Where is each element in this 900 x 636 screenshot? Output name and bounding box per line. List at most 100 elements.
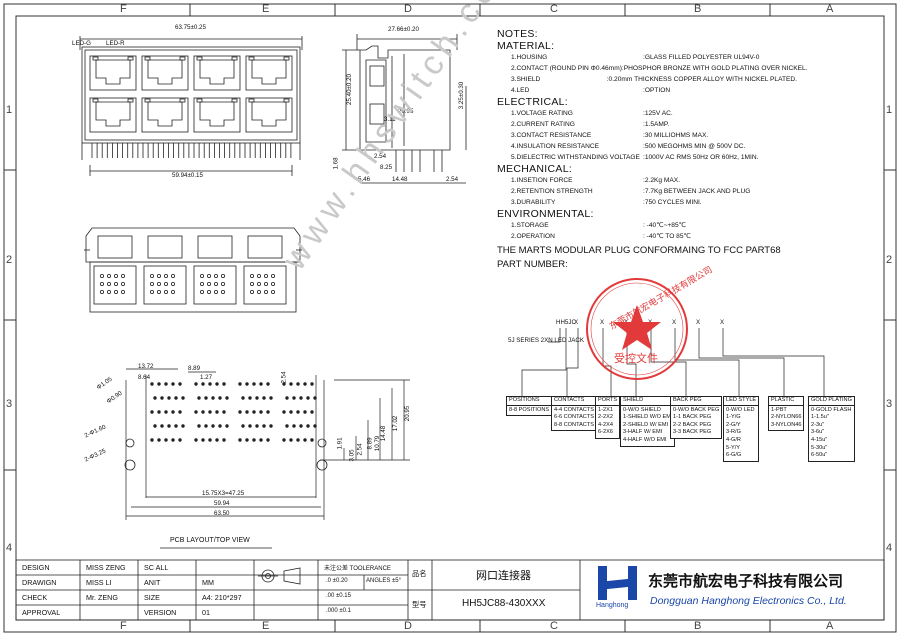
- pcb-hole: [204, 424, 208, 428]
- electrical-row: 1.VOLTAGE RATING:125V AC.: [497, 108, 797, 119]
- pn-option-item: 1-1 BACK PEG: [673, 414, 712, 421]
- zone-label: 3: [6, 398, 13, 410]
- title-block-cell-k: SIZE: [144, 593, 160, 602]
- material-row: 2.CONTACT (ROUND PIN Φ0.46mm):PHOSPHOR B…: [497, 63, 808, 74]
- pcb-hole: [245, 410, 249, 414]
- pcb-hole: [255, 396, 259, 400]
- pn-connector-line: [548, 328, 561, 343]
- zone-label: C: [550, 620, 558, 632]
- mechanical-row: 1.INSETION FORCE:2.2Kg MAX.: [497, 175, 797, 186]
- pcb-hole: [194, 410, 198, 414]
- led-g-label: LED-G: [72, 40, 91, 47]
- pn-x-marker: X: [720, 319, 725, 326]
- mechanical-value: :750 CYCLES MINI.: [643, 199, 702, 206]
- pcb-hole: [153, 424, 157, 428]
- material-key: 2.CONTACT (ROUND PIN Φ0.46mm): [511, 65, 622, 72]
- pcb-hole: [157, 410, 161, 414]
- mechanical-title: MECHANICAL:: [497, 163, 573, 175]
- pcb-hole: [153, 396, 157, 400]
- pcb-hole: [252, 382, 256, 386]
- zone-label: A: [826, 620, 834, 632]
- pn-option-item: 5-Y/Y: [726, 444, 740, 451]
- zone-label: B: [694, 620, 702, 632]
- pcb-hole: [289, 382, 293, 386]
- pcb-hole: [208, 438, 212, 442]
- pcb-hole: [178, 438, 182, 442]
- title-block-cell-k: ANIT: [144, 578, 161, 587]
- title-block-cell-v: MM: [202, 578, 214, 587]
- dim-top-width: 63.75±0.25: [175, 24, 206, 31]
- rj45-port: [193, 55, 241, 91]
- stamp-center-text: 受控文件: [614, 353, 658, 365]
- pn-x-marker: X: [696, 319, 701, 326]
- pcb-hole: [167, 396, 171, 400]
- material-key: 4.LED: [511, 87, 530, 94]
- rj45-port: [89, 55, 137, 91]
- dim-side-825: 8.25: [380, 164, 393, 171]
- material-key: 1.HOUSING: [511, 54, 548, 61]
- pcb-hole: [150, 410, 154, 414]
- zone-label: F: [120, 620, 127, 632]
- pn-option-title: PORTS: [596, 397, 620, 406]
- pcb-hole: [215, 438, 219, 442]
- pn-option-item: 0-GOLD FLASH: [811, 406, 852, 413]
- product-name: 网口连接器: [476, 570, 531, 582]
- pcb-hole: [262, 424, 266, 428]
- pcb-hole: [225, 396, 229, 400]
- pcb-hole: [285, 424, 289, 428]
- pcb-hole: [285, 396, 289, 400]
- electrical-row: 4.INSULATION RESISTANCE:500 MEGOHMS MIN …: [497, 141, 797, 152]
- pn-option-title: GOLD PLATING: [809, 397, 854, 406]
- zone-label: D: [404, 620, 412, 632]
- dim-side-546: 5.46: [358, 176, 371, 183]
- pn-connector-line: [566, 328, 579, 396]
- company-name-cn: 东莞市航宏电子科技有限公司: [648, 573, 844, 590]
- model-number: HH5JC88-430XXX: [462, 598, 546, 609]
- pn-option-item: 1-SHIELD W/O EMI: [623, 414, 673, 421]
- electrical-value: :125V AC.: [643, 110, 673, 117]
- pn-option-item: 0-W/O LED: [726, 406, 755, 413]
- pcb-hole: [313, 396, 317, 400]
- zone-label: D: [404, 3, 412, 15]
- pcb-hole: [306, 396, 310, 400]
- electrical-value: :500 MEGOHMS MIN @ 500V DC.: [643, 143, 746, 150]
- pcb-hole: [252, 438, 256, 442]
- environmental-key: 1.STORAGE: [511, 222, 549, 229]
- pn-option-title: CONTACTS: [552, 397, 596, 406]
- pcb-hole: [211, 424, 215, 428]
- pcb-hole: [150, 438, 154, 442]
- material-value: :GLASS FILLED POLYESTER UL94V-0: [643, 54, 760, 61]
- dim-side-254a: 2.54: [374, 153, 387, 160]
- pcb-hole: [174, 396, 178, 400]
- pcb-hole: [296, 438, 300, 442]
- material-key: 3.SHIELD: [511, 76, 541, 83]
- zone-label: E: [262, 3, 270, 15]
- material-value: :0.20mm THICKNESS COPPER ALLOY WITH NICK…: [606, 76, 797, 83]
- zone-label: C: [550, 3, 558, 15]
- pcb-hole: [292, 424, 296, 428]
- pn-option-title: POSITIONS: [507, 397, 552, 406]
- pn-option-item: 3-NYLON46: [771, 421, 802, 428]
- environmental-title: ENVIRONMENTAL:: [497, 208, 594, 220]
- pcb-hole: [259, 410, 263, 414]
- electrical-value: :1.5AMP.: [643, 121, 670, 128]
- pcb-hole: [181, 424, 185, 428]
- dim-side-2095: 20.95: [398, 108, 414, 115]
- zone-label: B: [694, 3, 702, 15]
- pcb-hole: [313, 424, 317, 428]
- pcb-hole: [266, 382, 270, 386]
- title-block-cell-label: DESIGN: [22, 563, 50, 572]
- rj45-port: [193, 97, 241, 133]
- pcb-hole: [222, 410, 226, 414]
- pn-option-title: LED STYLE: [724, 397, 759, 406]
- mechanical-value: :7.7Kg BETWEEN JACK AND PLUG: [643, 188, 751, 195]
- pn-option-item: 8-8 CONTACTS: [554, 421, 594, 428]
- pcb-hole: [160, 396, 164, 400]
- pn-option-item: 8-8 POSITIONS: [509, 406, 550, 413]
- electrical-value: :30 MILLIOHMS MAX.: [643, 132, 709, 139]
